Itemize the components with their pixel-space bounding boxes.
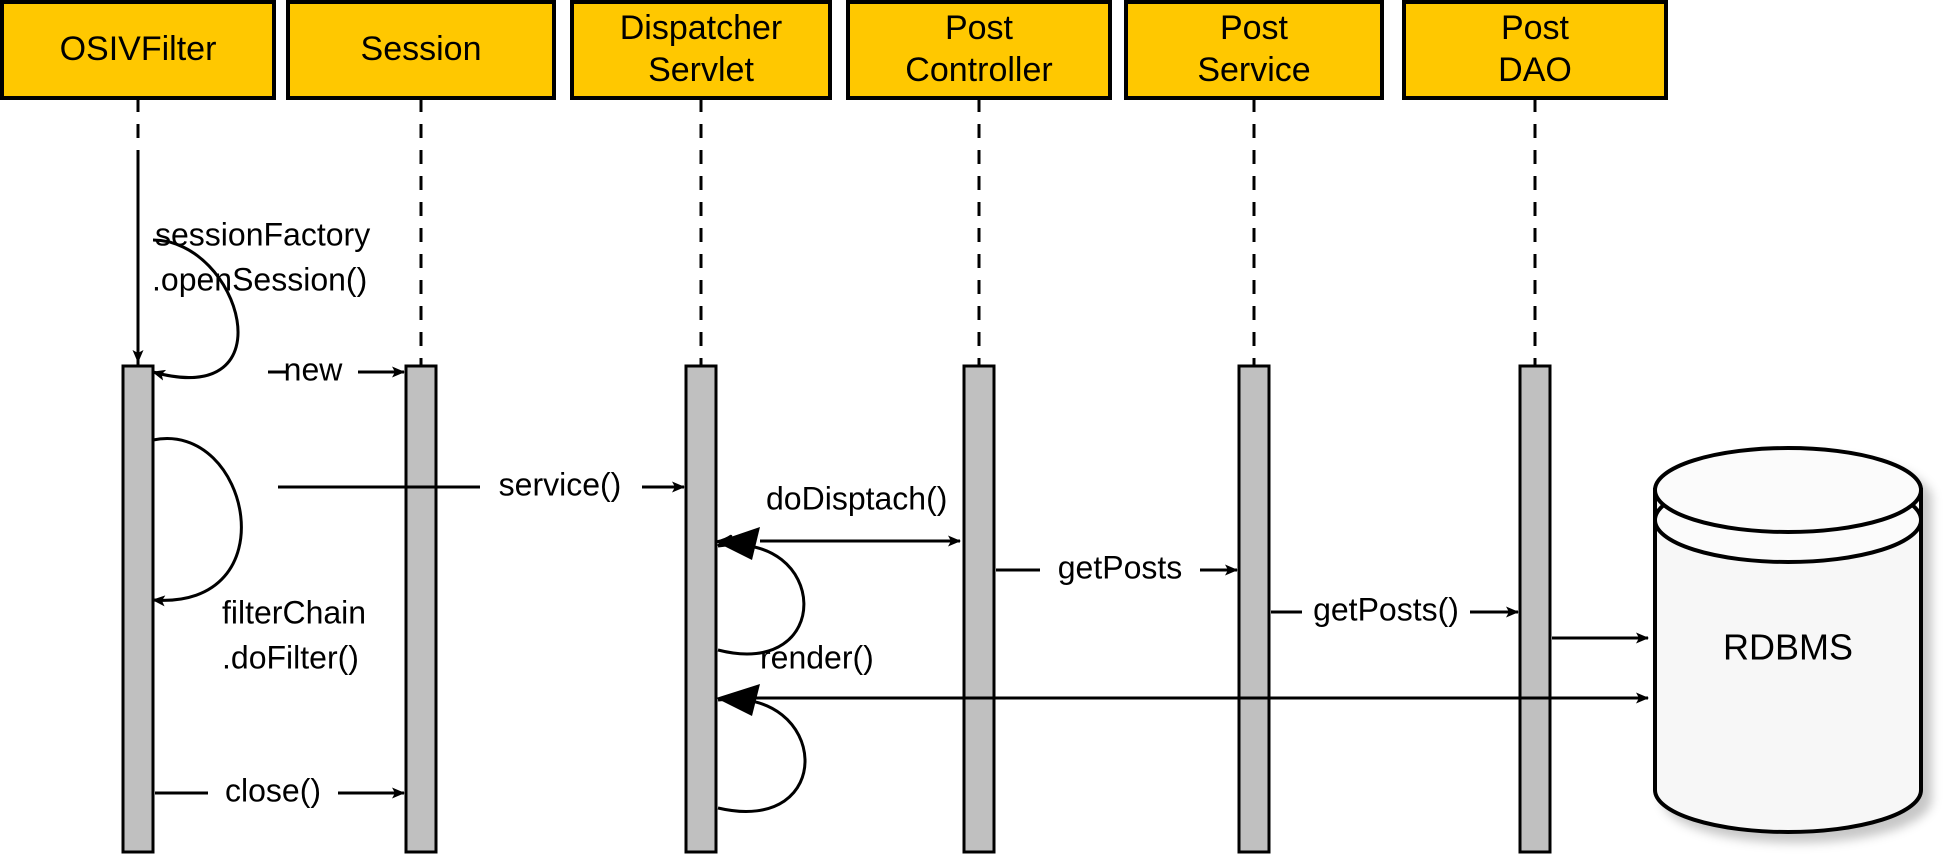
participant-box[interactable]	[286, 0, 556, 100]
activation-bar-session	[404, 364, 438, 854]
participant-header-osivfilter[interactable]: OSIVFilter	[0, 0, 276, 100]
participant-label-line2: DAO	[1498, 51, 1572, 89]
participant-label-line1: OSIVFilter	[60, 30, 217, 68]
database-label: RDBMS	[1723, 627, 1853, 668]
message-self-call-do-dispatch[interactable]: doDisptach()	[715, 480, 961, 656]
activation-bar-osivfilter	[121, 364, 155, 854]
message-call-get-posts[interactable]: getPosts	[996, 549, 1238, 585]
participant-label-line1: Post	[1220, 9, 1289, 47]
participant-header-postcontroller[interactable]: Post Controller	[846, 0, 1112, 100]
activation-bar-dispatcherservlet	[684, 364, 718, 854]
message-self-call-render[interactable]: render()	[716, 639, 1649, 813]
participant-header-dispatcherservlet[interactable]: Dispatcher Servlet	[570, 0, 832, 100]
participant-header-session[interactable]: Session	[286, 0, 556, 100]
message-call-service[interactable]: service()	[278, 466, 685, 502]
self-call-loop-arc	[717, 543, 806, 656]
participant-header-postservice[interactable]: Post Service	[1124, 0, 1384, 100]
self-call-loop-arc	[152, 238, 240, 381]
message-label-line2: .doFilter()	[222, 639, 359, 675]
participant-box[interactable]	[1402, 0, 1668, 100]
message-label: close()	[225, 772, 321, 808]
participant-label-line2: Service	[1197, 51, 1310, 89]
message-label: getPosts()	[1313, 591, 1459, 627]
message-label: new	[284, 351, 344, 387]
message-self-call-open-session[interactable]: sessionFactory .openSession()	[152, 216, 370, 381]
message-label-line2: .openSession()	[152, 261, 367, 297]
message-label: getPosts	[1058, 549, 1183, 585]
activation-bar-postdao	[1518, 364, 1552, 854]
database-rdbms[interactable]: RDBMS	[1653, 446, 1923, 834]
message-self-call-do-filter[interactable]: filterChain .doFilter()	[152, 437, 366, 676]
participant-box[interactable]	[846, 0, 1112, 100]
self-call-loop-arc	[717, 697, 807, 813]
self-call-loop-arc	[152, 437, 243, 607]
participant-box[interactable]	[0, 0, 276, 100]
database-cylinder-body	[1653, 488, 1923, 834]
database-cylinder-rim-upper	[1653, 446, 1923, 534]
message-label: render()	[760, 639, 874, 675]
participant-label-line1: Post	[945, 9, 1014, 47]
message-label: doDisptach()	[766, 480, 947, 516]
message-call-get-posts-dao[interactable]: getPosts()	[1271, 591, 1519, 627]
message-call-new[interactable]: new	[268, 351, 405, 387]
self-call-arrowhead	[716, 684, 760, 716]
participant-label-line2: Servlet	[648, 51, 754, 89]
self-call-arrowhead	[716, 527, 760, 560]
activation-bar-postservice	[1237, 364, 1271, 854]
participant-label-line1: Session	[361, 30, 482, 68]
message-label: service()	[499, 466, 622, 502]
activation-bar-postcontroller	[962, 364, 996, 854]
message-call-close[interactable]: close()	[155, 772, 405, 808]
participant-header-postdao[interactable]: Post DAO	[1402, 0, 1668, 100]
participant-label-line1: Post	[1501, 9, 1570, 47]
message-label-line1: sessionFactory	[155, 216, 370, 252]
participant-label-line2: Controller	[905, 51, 1052, 89]
message-label-line1: filterChain	[222, 594, 366, 630]
participant-label-line1: Dispatcher	[620, 9, 783, 47]
